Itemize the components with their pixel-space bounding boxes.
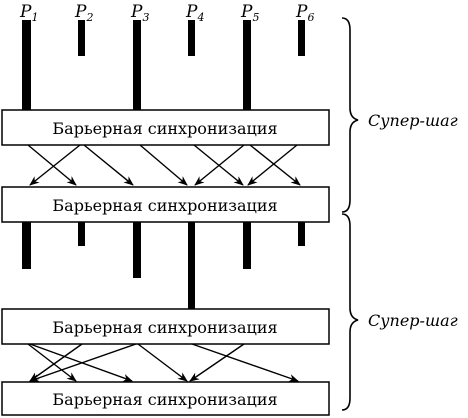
message-arrow: [139, 144, 188, 186]
communication-arrows-step-1: [27, 144, 301, 186]
computation-bar: [78, 222, 85, 246]
message-arrow: [191, 343, 299, 382]
superstep-label: Супер-шаг: [368, 311, 458, 330]
processor-label-2: P2: [74, 2, 93, 24]
message-arrow: [137, 343, 188, 382]
processor-labels: P1 P2 P3 P4 P5 P6: [19, 2, 314, 24]
message-arrow: [27, 343, 77, 382]
message-arrow: [83, 144, 134, 186]
message-arrow: [189, 343, 245, 382]
barrier-box: [1, 109, 330, 146]
computation-bar: [243, 20, 251, 110]
barrier-label: Барьерная синхронизация: [52, 390, 277, 409]
computation-bar: [298, 222, 305, 246]
processor-label-3: P3: [130, 2, 149, 24]
message-arrow: [27, 144, 77, 186]
computation-bars-step-1: [22, 20, 305, 110]
computation-bar: [78, 20, 85, 56]
curly-brace: [341, 213, 359, 411]
computation-bar: [133, 222, 141, 278]
superstep-brace-1: Супер-шаг: [341, 17, 458, 213]
processor-label-5: P5: [240, 2, 259, 24]
computation-bar: [298, 20, 305, 56]
barrier-box: [1, 186, 330, 223]
processor-label-4: P4: [185, 2, 204, 24]
computation-bar: [243, 222, 251, 269]
curly-brace: [341, 17, 359, 213]
barrier-box: [1, 308, 330, 345]
computation-bar: [188, 20, 195, 56]
message-arrow: [29, 343, 137, 382]
barrier-box: [1, 381, 330, 416]
superstep-brace-2: Супер-шаг: [341, 213, 458, 411]
message-arrow: [249, 144, 301, 186]
barrier-3: Барьерная синхронизация: [1, 308, 330, 345]
barrier-label: Барьерная синхронизация: [52, 196, 277, 215]
message-arrow: [29, 343, 83, 382]
communication-arrows-step-2: [27, 343, 299, 382]
barrier-4: Барьерная синхронизация: [1, 381, 330, 416]
processor-label-6: P6: [295, 2, 314, 24]
computation-bar: [133, 20, 141, 110]
barrier-1: Барьерная синхронизация: [1, 109, 330, 146]
message-arrow: [194, 144, 245, 186]
message-arrow: [247, 144, 298, 186]
barrier-2: Барьерная синхронизация: [1, 186, 330, 223]
processor-label-1: P1: [19, 2, 38, 24]
superstep-label: Супер-шаг: [368, 111, 458, 130]
computation-bars-step-2: [22, 222, 305, 310]
barrier-label: Барьерная синхронизация: [52, 318, 277, 337]
computation-bar: [188, 222, 195, 310]
barrier-label: Барьерная синхронизация: [52, 119, 277, 138]
computation-bar: [22, 222, 31, 269]
message-arrow: [29, 144, 81, 186]
computation-bar: [22, 20, 31, 110]
